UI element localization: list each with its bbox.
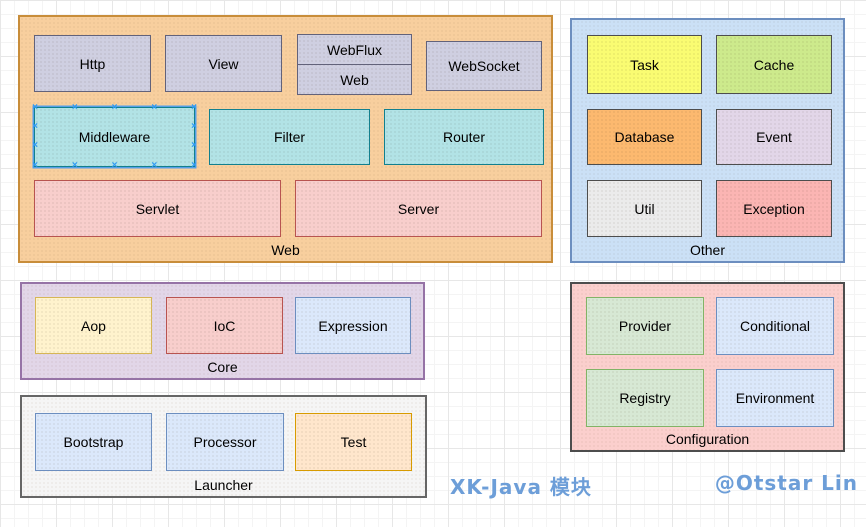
- module-box-provider[interactable]: Provider: [586, 297, 704, 355]
- module-label: Web: [340, 71, 369, 88]
- module-box-conditional[interactable]: Conditional: [716, 297, 834, 355]
- module-label: Exception: [743, 200, 805, 217]
- module-box-environment[interactable]: Environment: [716, 369, 834, 427]
- module-label: Expression: [318, 317, 388, 334]
- module-label: Provider: [618, 318, 672, 334]
- module-label: Router: [442, 129, 486, 145]
- module-box-task[interactable]: Task: [587, 35, 702, 94]
- module-box-webflux-web[interactable]: WebFlux Web: [297, 34, 412, 95]
- module-label: Servlet: [135, 200, 180, 217]
- module-box-router[interactable]: Router: [384, 109, 544, 165]
- selection-handle-icon[interactable]: ×: [71, 160, 78, 171]
- selection-handle-icon[interactable]: ×: [191, 102, 197, 113]
- module-label: Util: [634, 200, 655, 217]
- module-box-bootstrap[interactable]: Bootstrap: [35, 413, 152, 471]
- selection-handle-icon[interactable]: ×: [111, 160, 118, 171]
- selection-handle-icon[interactable]: ×: [71, 102, 78, 113]
- selection-handle-icon[interactable]: ×: [32, 121, 38, 133]
- module-box-http[interactable]: Http: [34, 35, 151, 92]
- module-box-event[interactable]: Event: [716, 109, 832, 165]
- selection-handle-icon[interactable]: ×: [151, 160, 158, 171]
- selection-handle-icon[interactable]: ×: [191, 140, 197, 152]
- module-box-web[interactable]: Web: [298, 64, 411, 94]
- module-box-webflux[interactable]: WebFlux: [298, 35, 411, 64]
- module-box-servlet[interactable]: Servlet: [34, 180, 281, 237]
- author-credit[interactable]: @Otstar Lin: [714, 471, 858, 495]
- module-label: Server: [397, 200, 440, 217]
- selection-handle-icon[interactable]: ×: [32, 160, 38, 171]
- container-label-web: Web: [271, 242, 300, 258]
- container-web[interactable]: Http View WebFlux Web WebSocket Middlewa…: [18, 15, 553, 263]
- module-box-middleware-selected[interactable]: Middleware × × × × × × × × × × × × × ×: [32, 102, 197, 171]
- module-label: Task: [630, 56, 659, 73]
- selection-handle-icon[interactable]: ×: [191, 160, 197, 171]
- module-label: IoC: [213, 317, 236, 334]
- module-label: Event: [756, 129, 792, 145]
- module-label: Bootstrap: [63, 434, 124, 450]
- module-box-aop[interactable]: Aop: [35, 297, 152, 354]
- module-label: Filter: [273, 129, 306, 145]
- container-other[interactable]: Task Cache Database Event Util Exception…: [570, 18, 845, 263]
- container-launcher[interactable]: Bootstrap Processor Test Launcher: [20, 395, 427, 498]
- module-label: Processor: [193, 434, 257, 450]
- module-box-filter[interactable]: Filter: [209, 109, 370, 165]
- module-box-ioc[interactable]: IoC: [166, 297, 283, 354]
- module-label: Database: [614, 129, 675, 145]
- module-box-exception[interactable]: Exception: [716, 180, 832, 237]
- module-label: Middleware: [78, 129, 151, 145]
- container-label-launcher: Launcher: [194, 477, 253, 493]
- module-box-server[interactable]: Server: [295, 180, 542, 237]
- selection-handle-icon[interactable]: ×: [111, 102, 118, 113]
- module-label: WebSocket: [448, 58, 520, 74]
- container-label-configuration: Configuration: [665, 431, 750, 447]
- module-box-test[interactable]: Test: [295, 413, 412, 471]
- module-box-websocket[interactable]: WebSocket: [426, 41, 542, 91]
- module-label: Registry: [619, 390, 671, 406]
- container-core[interactable]: Aop IoC Expression Core: [20, 282, 425, 380]
- module-box-processor[interactable]: Processor: [166, 413, 284, 471]
- module-label: Cache: [753, 56, 795, 73]
- module-label: View: [208, 55, 239, 72]
- module-label: Test: [340, 434, 367, 450]
- module-box-cache[interactable]: Cache: [716, 35, 832, 94]
- module-box-registry[interactable]: Registry: [586, 369, 704, 427]
- module-box-view[interactable]: View: [165, 35, 282, 92]
- module-label: Aop: [81, 317, 106, 334]
- module-label: Environment: [735, 390, 815, 406]
- selection-handle-icon[interactable]: ×: [191, 121, 197, 133]
- container-label-other: Other: [689, 242, 725, 258]
- module-box-database[interactable]: Database: [587, 109, 702, 165]
- diagram-title[interactable]: XK-Java 模块: [450, 475, 592, 499]
- module-box-expression[interactable]: Expression: [295, 297, 411, 354]
- module-label: Http: [79, 55, 106, 72]
- selection-handle-icon[interactable]: ×: [32, 102, 38, 113]
- module-box-util[interactable]: Util: [587, 180, 702, 237]
- container-configuration[interactable]: Provider Conditional Registry Environmen…: [570, 282, 845, 452]
- selection-handle-icon[interactable]: ×: [151, 102, 158, 113]
- module-label: WebFlux: [327, 41, 382, 58]
- module-label: Conditional: [739, 318, 811, 334]
- container-label-core: Core: [207, 359, 238, 375]
- selection-handle-icon[interactable]: ×: [32, 140, 38, 152]
